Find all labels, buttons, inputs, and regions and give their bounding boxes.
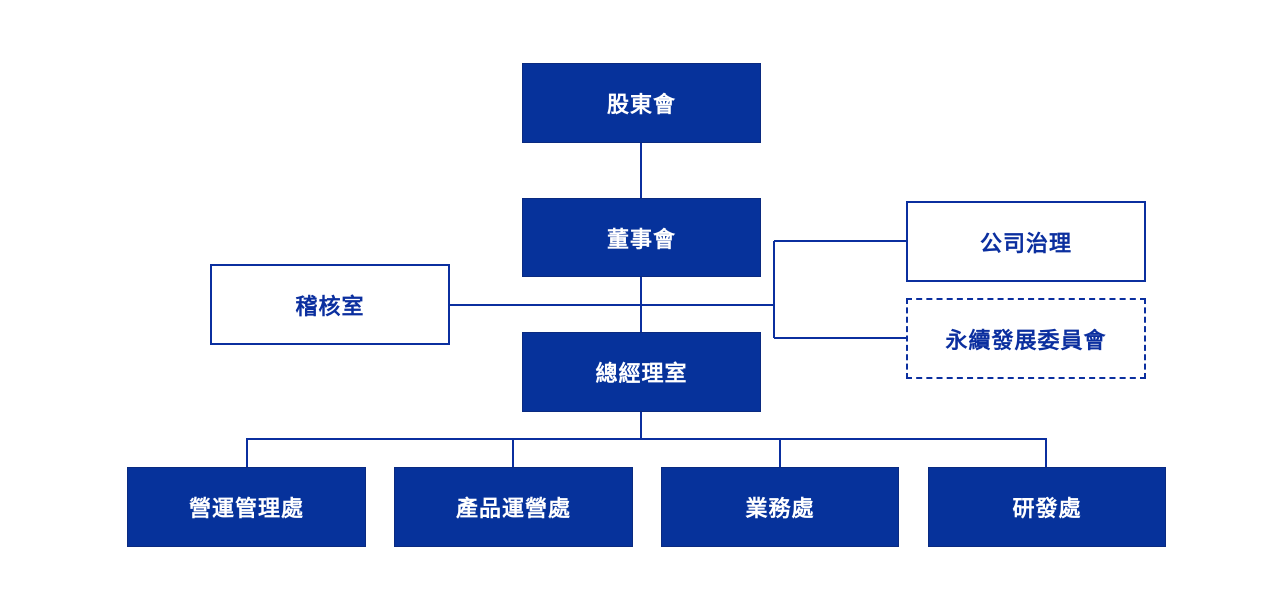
corporate-governance-label: 公司治理 [979, 231, 1072, 257]
sales-division-label: 業務處 [745, 497, 815, 522]
rnd-division-box: 研發處 [928, 467, 1166, 547]
board-of-directors-label: 董事會 [606, 227, 676, 253]
sales-division-box: 業務處 [661, 467, 899, 547]
rnd-division-label: 研發處 [1012, 497, 1082, 522]
president-office-box: 總經理室 [522, 332, 761, 412]
operations-management-box: 營運管理處 [127, 467, 366, 547]
product-operations-box: 產品運營處 [394, 467, 633, 547]
sustainability-committee-box: 永續發展委員會 [906, 298, 1146, 379]
operations-management-label: 營運管理處 [188, 497, 304, 522]
president-office-label: 總經理室 [595, 362, 688, 387]
audit-office-label: 稽核室 [295, 294, 365, 320]
audit-office-box: 稽核室 [210, 264, 450, 345]
shareholders-meeting-box: 股東會 [522, 63, 761, 143]
sustainability-committee-label: 永續發展委員會 [945, 328, 1107, 354]
product-operations-label: 產品運營處 [455, 497, 571, 522]
board-of-directors-box: 董事會 [522, 198, 761, 277]
corporate-governance-box: 公司治理 [906, 201, 1146, 282]
shareholders-meeting-label: 股東會 [606, 93, 676, 118]
